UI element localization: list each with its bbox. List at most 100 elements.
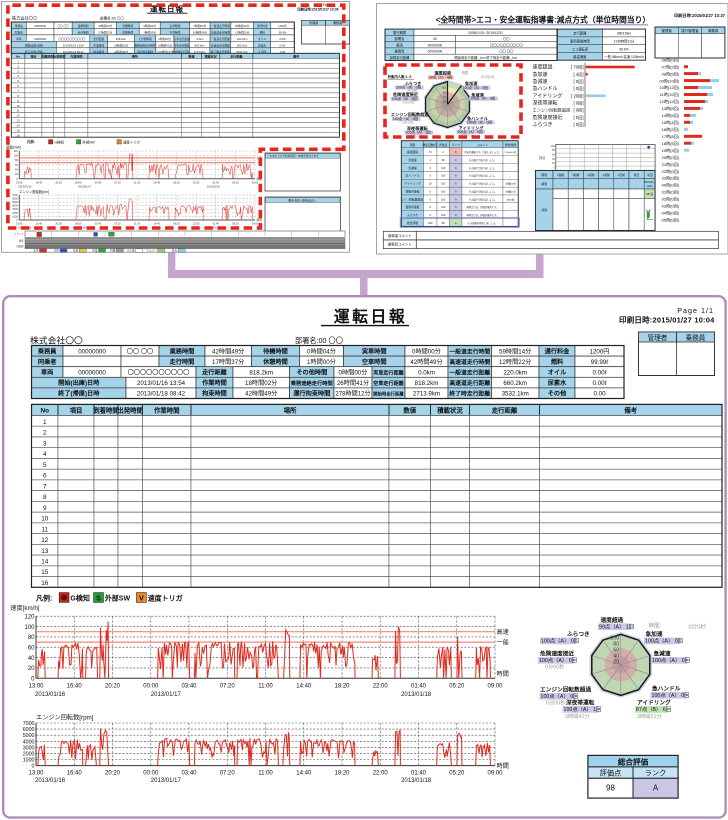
svg-text:同乗者: 同乗者 xyxy=(15,31,23,35)
svg-text:-: - xyxy=(510,160,511,162)
svg-text:積載状況: 積載状況 xyxy=(204,53,217,58)
svg-text:0: 0 xyxy=(16,219,18,222)
svg-text:急ハンドル: 急ハンドル xyxy=(467,115,489,122)
svg-text:100点（A） 0回: 100点（A） 0回 xyxy=(541,638,579,645)
svg-text:100: 100 xyxy=(428,222,433,225)
svg-text:A: A xyxy=(455,198,457,201)
svg-text:42時間49分: 42時間49分 xyxy=(114,50,128,54)
svg-text:乗務員: 乗務員 xyxy=(37,347,57,355)
svg-text:車両: 車両 xyxy=(396,42,403,47)
svg-text:1000: 1000 xyxy=(12,215,18,218)
svg-text:1200円: 1200円 xyxy=(590,348,610,355)
svg-text:100: 100 xyxy=(441,206,446,209)
svg-text:14: 14 xyxy=(17,124,21,128)
svg-text:-: - xyxy=(575,182,576,186)
svg-text:一般道走行距離: 一般道走行距離 xyxy=(211,37,230,41)
svg-text:11:00: 11:00 xyxy=(134,222,141,226)
svg-text:急減速: 急減速 xyxy=(654,649,671,657)
svg-text:100: 100 xyxy=(14,155,19,158)
svg-text:07:20: 07:20 xyxy=(220,684,236,690)
svg-text:走行距離: 走行距離 xyxy=(93,37,104,41)
svg-text:凡例:: 凡例: xyxy=(26,139,35,144)
svg-text:時間: 時間 xyxy=(257,218,263,222)
svg-text:09時(10回): 09時(10回) xyxy=(659,77,679,83)
svg-text:休憩: 休憩 xyxy=(73,249,79,253)
svg-text:速度トリガ: 速度トリガ xyxy=(123,139,141,144)
svg-text:18:20: 18:20 xyxy=(334,684,350,690)
svg-text:出発時間: 出発時間 xyxy=(117,406,143,415)
svg-text:ｴﾝｼﾞﾝ回転数超過: ｴﾝｼﾞﾝ回転数超過 xyxy=(402,197,423,201)
svg-text:22:00: 22:00 xyxy=(373,684,389,690)
svg-text:0.00ℓ: 0.00ℓ xyxy=(279,43,285,47)
svg-text:部署名: 部署名 xyxy=(395,36,405,41)
svg-text:98: 98 xyxy=(606,784,615,793)
svg-text:14:40: 14:40 xyxy=(296,770,312,776)
svg-text:評価点: 評価点 xyxy=(439,143,448,147)
svg-text:空車走行距離: 空車走行距離 xyxy=(174,43,190,47)
svg-text:100点（A） 0回: 100点（A） 0回 xyxy=(652,657,690,664)
svg-text:100: 100 xyxy=(441,167,446,170)
svg-text:40: 40 xyxy=(15,169,18,172)
svg-text:00:00: 00:00 xyxy=(75,181,82,185)
svg-text:〇〇: 〇〇 xyxy=(503,36,510,41)
svg-text:No: No xyxy=(16,54,20,58)
svg-text:速度トリガ: 速度トリガ xyxy=(148,593,183,602)
svg-text:42時間49分: 42時間49分 xyxy=(193,31,207,35)
svg-text:走行距離: 走行距離 xyxy=(573,31,587,36)
svg-text:高速: 高速 xyxy=(497,628,509,636)
svg-text:07:20: 07:20 xyxy=(114,181,121,185)
svg-text:100点（A） 0回: 100点（A） 0回 xyxy=(392,96,418,101)
svg-text:速度[km/h]: 速度[km/h] xyxy=(10,604,40,612)
svg-text:0: 0 xyxy=(553,167,555,170)
svg-text:8: 8 xyxy=(43,494,47,501)
svg-text:A: A xyxy=(455,190,457,193)
svg-text:印刷日時:2015/01/27 10:37: 印刷日時:2015/01/27 10:37 xyxy=(674,12,726,19)
svg-text:高速道走行時間: 高速道走行時間 xyxy=(449,358,490,366)
svg-text:急加速: 急加速 xyxy=(465,80,478,87)
svg-text:2713.9km: 2713.9km xyxy=(194,50,207,54)
svg-text:燃料: 燃料 xyxy=(260,31,266,35)
svg-text:39点（C） 4回: 39点（C） 4回 xyxy=(429,75,453,80)
svg-text:6: 6 xyxy=(43,473,47,480)
svg-text:急ハンドル: 急ハンドル xyxy=(533,85,558,92)
svg-text:[ 0回]: [ 0回] xyxy=(573,86,583,92)
svg-text:3803.5km: 3803.5km xyxy=(617,32,632,36)
svg-text:100: 100 xyxy=(441,175,446,178)
svg-text:42時間49分: 42時間49分 xyxy=(98,24,112,28)
svg-text:42時間49分: 42時間49分 xyxy=(245,390,277,398)
svg-text:作業時間: 作業時間 xyxy=(154,406,180,415)
svg-text:対象内人数:1 人: 対象内人数:1 人 xyxy=(387,74,413,79)
svg-text:22:00: 22:00 xyxy=(373,770,389,776)
svg-text:4: 4 xyxy=(43,451,47,458)
svg-text:〇〇〇〇〇〇〇〇〇〇: 〇〇〇〇〇〇〇〇〇〇 xyxy=(128,370,190,377)
svg-text:外部SW: 外部SW xyxy=(83,139,96,144)
svg-text:60: 60 xyxy=(15,164,18,167)
svg-text:20: 20 xyxy=(443,100,447,104)
svg-text:数値: 数値 xyxy=(187,53,194,58)
svg-text:数値: 数値 xyxy=(403,406,416,415)
svg-text:00:00: 00:00 xyxy=(143,770,159,776)
svg-text:3週前: 3週前 xyxy=(572,173,579,177)
svg-text:00000000: 00000000 xyxy=(34,37,46,41)
svg-text:期間: 期間 xyxy=(541,173,547,177)
svg-text:作業時間: 作業時間 xyxy=(93,43,104,47)
svg-text:<全時間帯>エコ・安全運転指導書:減点方式（単位時間当り）: <全時間帯>エコ・安全運転指導書:減点方式（単位時間当り） xyxy=(436,15,650,25)
svg-text:2013/01/16: 2013/01/16 xyxy=(18,185,32,189)
svg-text:20:20: 20:20 xyxy=(105,770,121,776)
svg-text:2005/01/01~2015/12/31: 2005/01/01~2015/12/31 xyxy=(468,31,503,35)
svg-text:4000: 4000 xyxy=(12,205,18,208)
svg-text:13:00: 13:00 xyxy=(28,684,44,690)
svg-text:100: 100 xyxy=(441,183,446,186)
svg-text:開始時走行距離: 開始時走行距離 xyxy=(373,391,404,398)
svg-text:V: V xyxy=(139,595,144,602)
svg-text:オイル: オイル xyxy=(548,370,567,377)
svg-text:11:00: 11:00 xyxy=(258,770,273,776)
svg-text:ふらつき: ふらつき xyxy=(533,121,553,128)
svg-text:60: 60 xyxy=(443,90,447,94)
svg-text:59時間14分: 59時間14分 xyxy=(235,24,249,28)
svg-text:時間: 時間 xyxy=(497,763,509,770)
svg-text:17時間37分: 17時間37分 xyxy=(212,358,244,366)
svg-text:07:20: 07:20 xyxy=(114,222,121,226)
svg-text:98: 98 xyxy=(442,159,445,162)
svg-text:0分0秒: 0分0秒 xyxy=(407,88,418,93)
